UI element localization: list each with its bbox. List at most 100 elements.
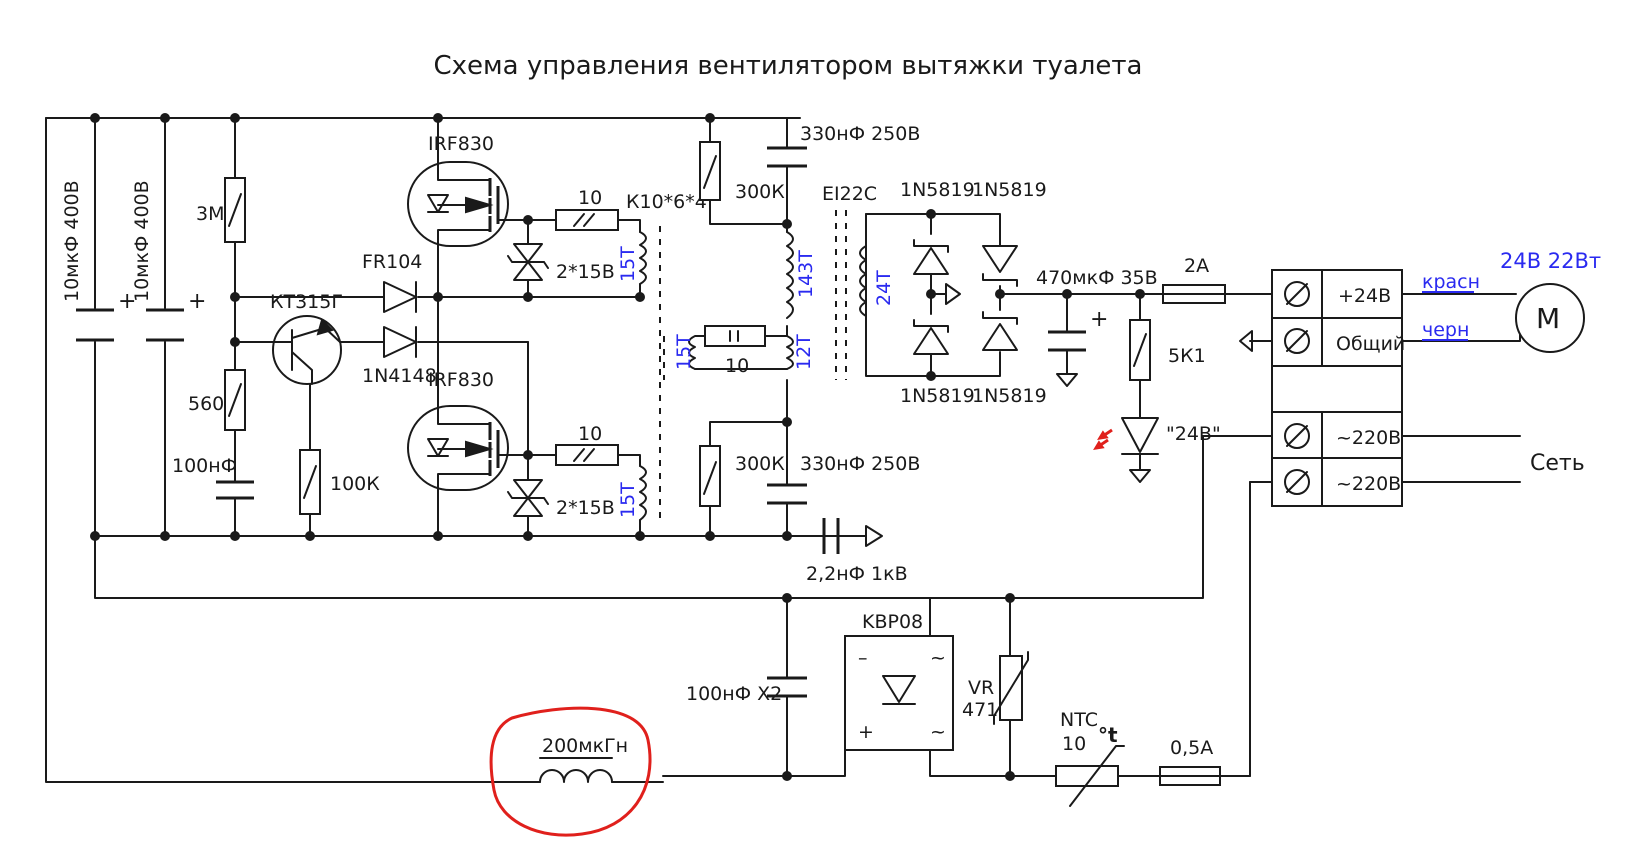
varistor-line1: VR — [968, 677, 994, 699]
gdt-winding-1-label: 15Т — [617, 246, 639, 282]
capacitor-c2: + 10мкФ 400В — [131, 180, 206, 342]
resistor-100k-label: 100К — [330, 473, 380, 495]
transformer-secondary-label: 24Т — [873, 270, 895, 306]
diode-1n4148: 1N4148 — [362, 326, 437, 387]
resistor-300k-bottom: 300К — [699, 445, 785, 507]
resistor-led-label: 5К1 — [1168, 345, 1206, 367]
gdt-winding-2: 15Т — [617, 465, 647, 521]
resistor-gate-top: 10 — [555, 187, 619, 231]
transformer-core-label: EI22C — [822, 183, 877, 205]
mosfet-top: IRF830 — [407, 133, 509, 247]
motor-label: 24В 22Вт — [1500, 249, 1601, 273]
mosfet-bottom-label: IRF830 — [428, 369, 494, 391]
capacitor-x-label: 100нФ X2 — [686, 683, 782, 705]
bridge-rectifier: – ~ + ~ KBP08 — [844, 611, 954, 751]
fb-winding-1: 15Т — [673, 334, 706, 370]
capacitor-out: + 470мкФ 35В — [1036, 267, 1158, 387]
resistor-3m-label: 3М — [196, 203, 224, 225]
led-indicator: "24В" — [1093, 417, 1221, 483]
capacitor-bottom: 330нФ 250В — [767, 453, 920, 505]
terminal-4: ~220В — [1284, 469, 1401, 495]
mains-label: Сеть — [1530, 451, 1585, 476]
diode-1n4148-label: 1N4148 — [362, 365, 437, 387]
transformer-secondary: 24Т — [859, 245, 895, 317]
highlight-circle — [489, 706, 652, 837]
fuse-in: 0,5A — [1159, 737, 1221, 786]
gdt-core: К10*6*4 — [626, 191, 707, 520]
resistor-gate-top-label: 10 — [578, 187, 602, 209]
gdt-core-label: К10*6*4 — [626, 191, 707, 213]
transformer-primary: 143Т — [786, 231, 817, 319]
capacitor-x: 100нФ X2 — [686, 676, 807, 705]
led-indicator-label: "24В" — [1166, 423, 1221, 445]
diode-fr104-label: FR104 — [362, 251, 422, 273]
terminal-3: ~220В — [1284, 423, 1401, 449]
terminal-1-label: +24В — [1338, 285, 1391, 307]
motor-symbol: М — [1536, 302, 1560, 335]
fuse-out-label: 2A — [1184, 255, 1209, 277]
svg-text:+: + — [118, 289, 136, 314]
zener-bottom: 2*15В — [507, 479, 615, 519]
fb-winding-2: 12Т — [764, 325, 815, 370]
secondary-ground — [945, 283, 961, 305]
capacitor-top-label: 330нФ 250В — [800, 123, 920, 145]
gdt-winding-2-label: 15Т — [617, 482, 639, 518]
resistor-300k-top-label: 300К — [735, 181, 785, 203]
zener-top: 2*15В — [507, 243, 615, 283]
fuse-in-label: 0,5A — [1170, 737, 1213, 759]
resistor-560: 560 — [188, 369, 246, 431]
terminal-1: +24В — [1284, 281, 1391, 307]
schematic-title: Схема управления вентилятором вытяжки ту… — [434, 51, 1143, 81]
svg-text:~: ~ — [930, 721, 946, 743]
svg-text:+: + — [188, 289, 206, 314]
capacitor-c1: + 10мкФ 400В — [61, 180, 136, 342]
junction-dots — [90, 113, 1145, 781]
ntc-label: NTC — [1060, 709, 1098, 731]
resistor-3m: 3М — [196, 177, 246, 243]
motor: М 24В 22Вт — [1494, 249, 1601, 353]
capacitor-bottom-label: 330нФ 250В — [800, 453, 920, 475]
capacitor-y: 2,2нФ 1кВ — [806, 518, 908, 585]
transformer-core: EI22C — [822, 183, 877, 380]
resistor-300k-bottom-label: 300К — [735, 453, 785, 475]
svg-text:+: + — [858, 721, 874, 743]
resistor-feedback: 10 — [704, 325, 788, 377]
capacitor-c2-label: 10мкФ 400В — [131, 180, 153, 302]
ntc-value: 10 — [1062, 733, 1086, 755]
choke: 200мкГн — [499, 735, 664, 783]
mosfet-bottom: IRF830 — [407, 369, 509, 491]
fb-winding-1-label: 15Т — [673, 334, 695, 370]
ntc-thermistor: NTC 10 °t — [1055, 709, 1125, 807]
capacitor-out-label: 470мкФ 35В — [1036, 267, 1158, 289]
wire-red-label: красн — [1422, 271, 1480, 293]
resistor-gate-bottom-label: 10 — [578, 423, 602, 445]
resistor-560-label: 560 — [188, 393, 224, 415]
capacitor-c1-label: 10мкФ 400В — [61, 180, 83, 302]
resistor-led: 5К1 — [1129, 319, 1206, 381]
capacitor-top: 330нФ 250В — [767, 123, 920, 168]
varistor-line2: 471 — [962, 699, 998, 721]
choke-label: 200мкГн — [542, 735, 628, 757]
schottky-1: 1N5819 — [900, 179, 975, 275]
resistor-100k: 100К — [299, 449, 380, 515]
zener-top-label: 2*15В — [556, 261, 615, 283]
transistor-kt315: КТ315Г — [270, 291, 343, 385]
zener-bottom-label: 2*15В — [556, 497, 615, 519]
schottky-3: 1N5819 — [900, 319, 975, 407]
terminal-2: Общий — [1239, 328, 1405, 355]
svg-text:~: ~ — [930, 647, 946, 669]
terminal-2-label: Общий — [1336, 333, 1405, 355]
schottky-4: 1N5819 — [972, 311, 1047, 407]
bridge-rectifier-label: KBP08 — [862, 611, 923, 633]
resistor-gate-bottom: 10 — [555, 423, 619, 466]
resistor-300k-top: 300К — [699, 141, 785, 203]
terminal-block — [1271, 269, 1403, 507]
fuse-out: 2A — [1162, 255, 1226, 304]
schottky-3-label: 1N5819 — [900, 385, 975, 407]
varistor: VR 471 — [962, 651, 1029, 725]
transistor-kt315-label: КТ315Г — [270, 291, 343, 313]
terminal-4-label: ~220В — [1336, 473, 1401, 495]
gdt-winding-1: 15Т — [617, 231, 647, 285]
svg-text:–: – — [858, 647, 868, 669]
